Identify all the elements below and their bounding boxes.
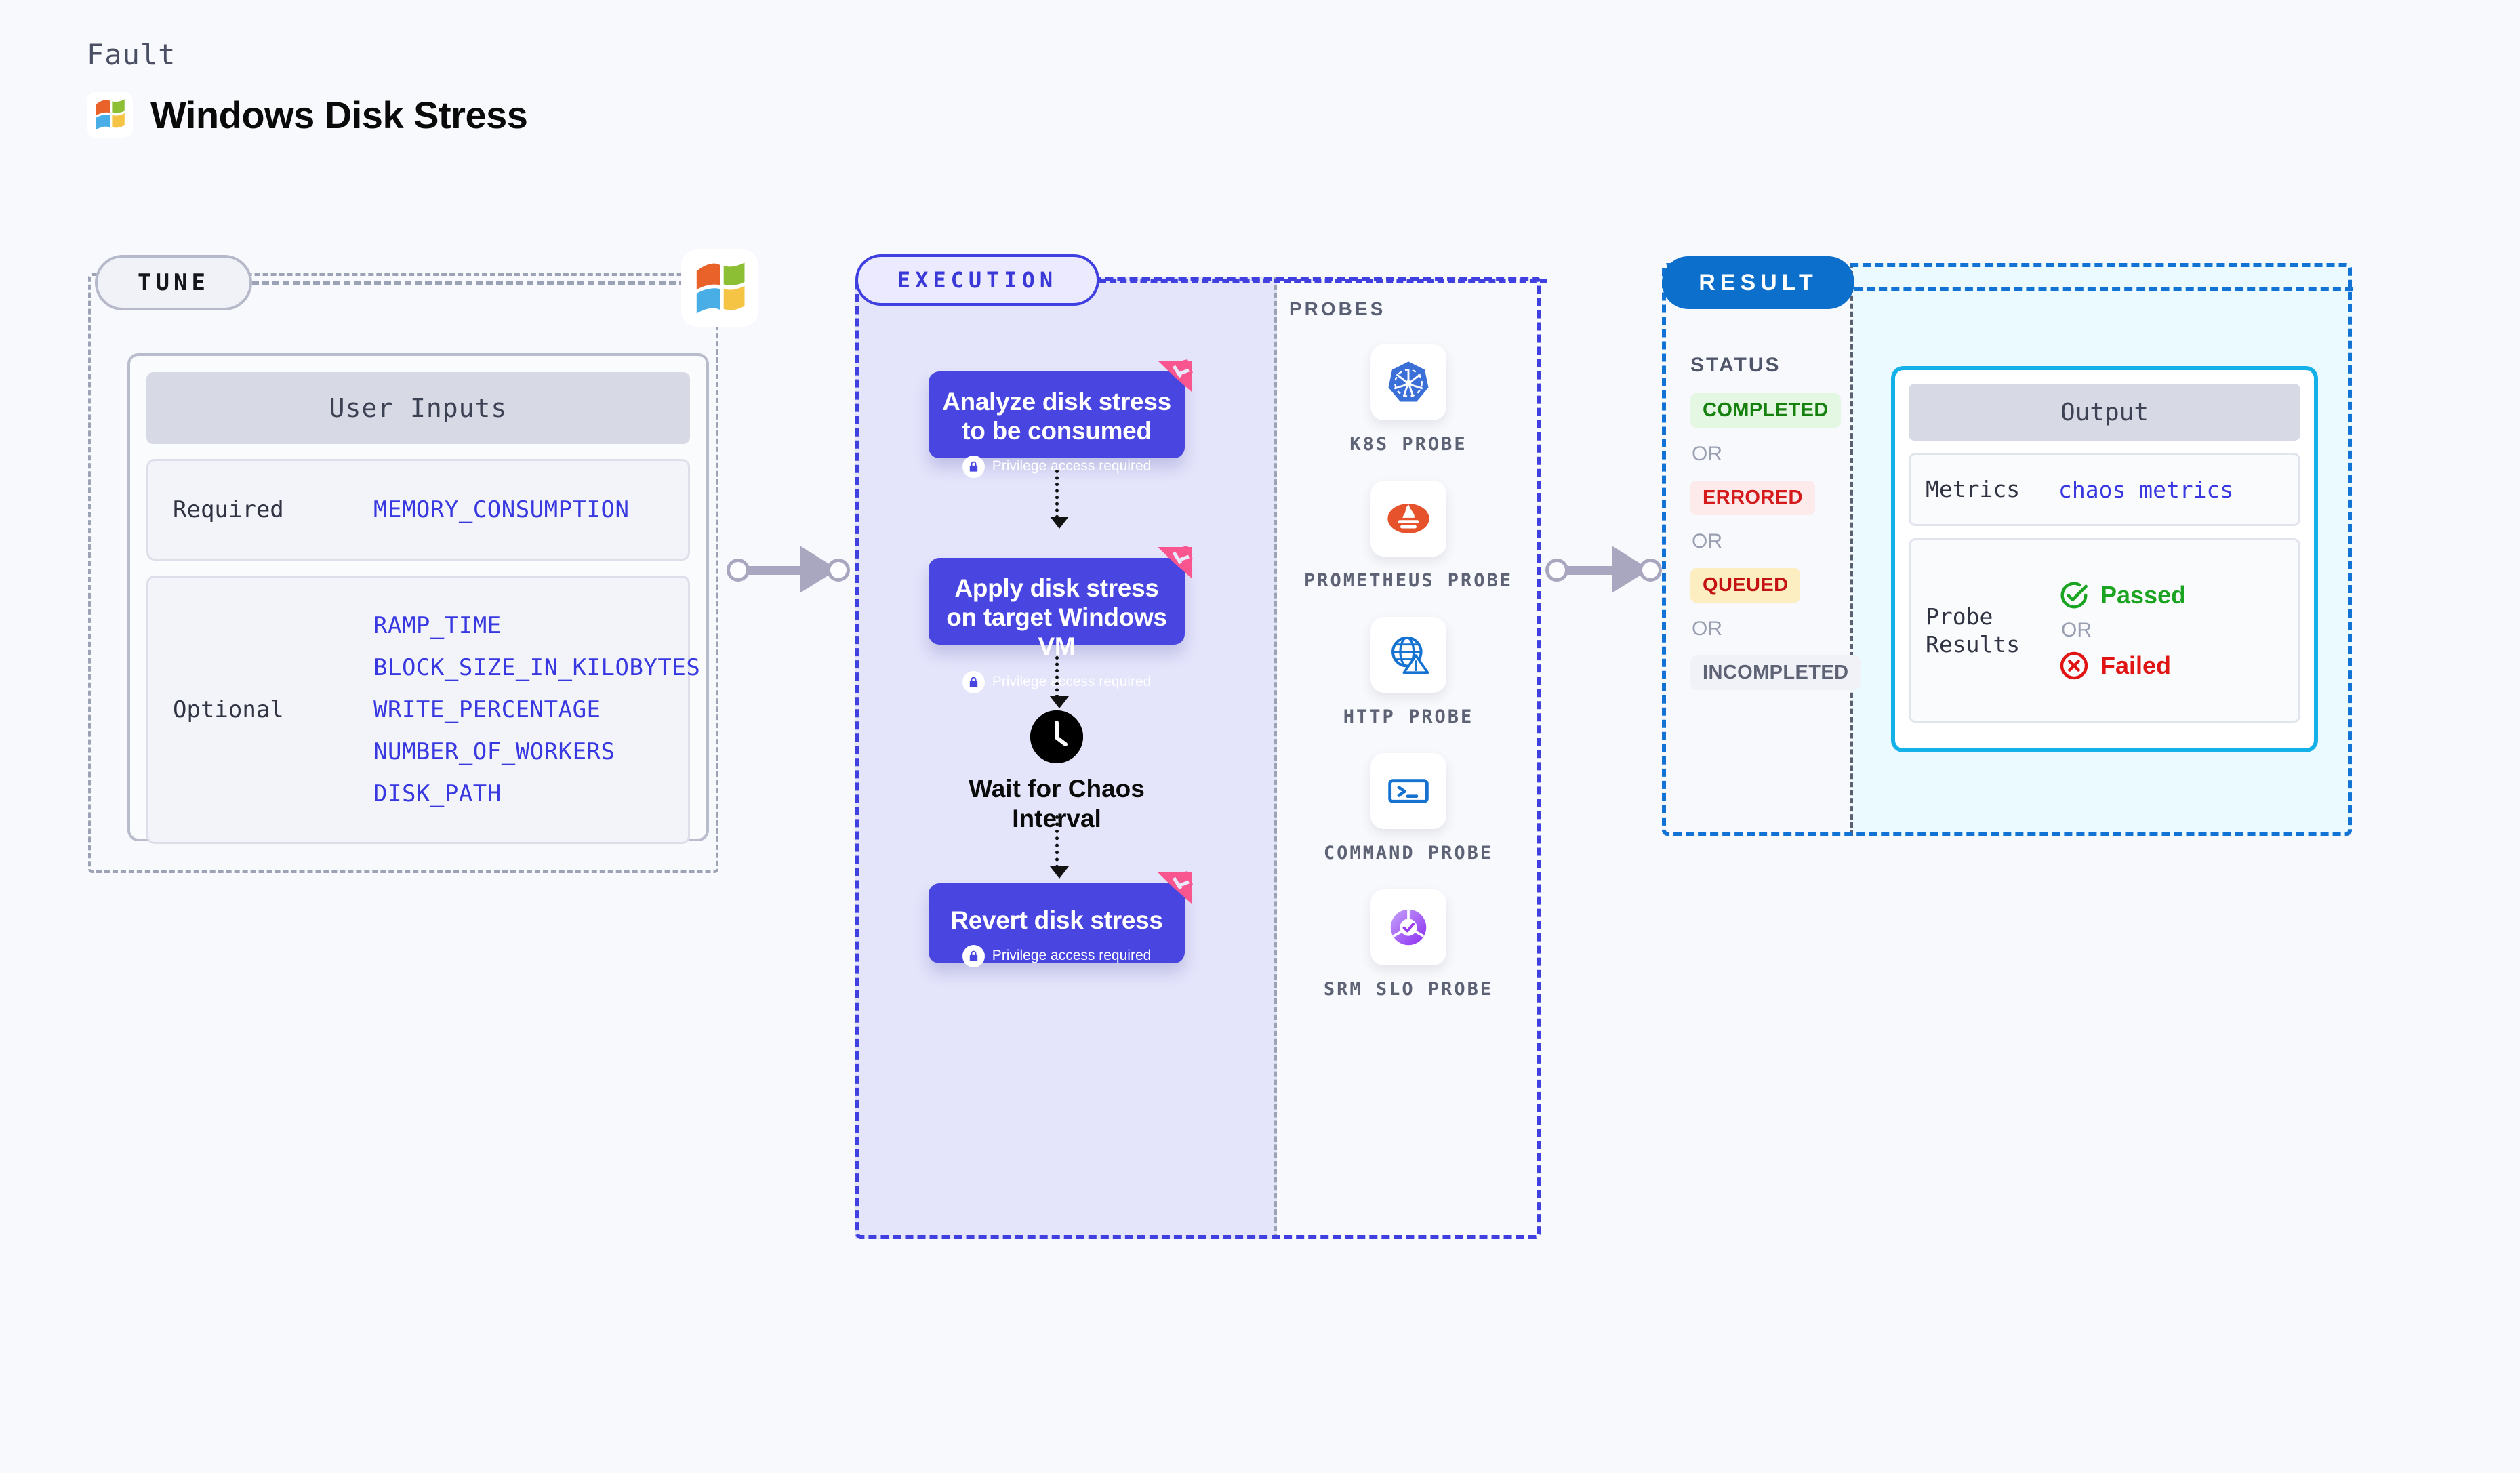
privilege-note: Privilege access required [942, 455, 1171, 478]
metrics-label: Metrics [1926, 476, 2020, 503]
metrics-row: Metrics chaos metrics [1909, 453, 2300, 526]
probe-item-command[interactable]: COMMAND PROBE [1281, 753, 1536, 865]
step-title: Analyze disk stress to be consumed [942, 388, 1171, 445]
status-badge: ERRORED [1690, 481, 1815, 515]
fault-kicker: Fault [87, 38, 176, 71]
privilege-note: Privilege access required [942, 944, 1171, 967]
result-status-column [1662, 263, 1853, 836]
privilege-note: Privilege access required [942, 670, 1171, 693]
probe-item-http[interactable]: HTTP PROBE [1281, 617, 1536, 729]
probe-results-label: Probe Results [1926, 603, 2020, 658]
litmus-ribbon-icon [1154, 870, 1196, 908]
windows-logo-icon [87, 92, 133, 138]
result-stage-box [1662, 263, 2352, 836]
output-title: Output [1909, 384, 2300, 441]
input-name[interactable]: RAMP_TIME [373, 612, 502, 639]
step-title: Apply disk stress on target Windows VM [946, 574, 1167, 660]
status-or-label: OR [1692, 530, 1722, 552]
clock-icon [1030, 710, 1083, 763]
step-title: Revert disk stress [950, 906, 1163, 934]
status-or-label: OR [1692, 443, 1722, 465]
execution-dashed-connector [1099, 279, 1547, 283]
execution-step-card[interactable]: Revert disk stress Privilege access requ… [929, 871, 1193, 967]
result-dashed-connector [1854, 287, 2353, 291]
status-badge: QUEUED [1690, 568, 1801, 603]
probe-result-passed: Passed [2058, 580, 2186, 611]
metrics-value[interactable]: chaos metrics [2058, 476, 2234, 503]
probe-result-failed: Failed [2058, 650, 2186, 681]
optional-label: Optional [173, 696, 284, 723]
input-name[interactable]: MEMORY_CONSUMPTION [373, 496, 630, 523]
required-values: MEMORY_CONSUMPTION [373, 496, 629, 523]
execution-step-card[interactable]: Analyze disk stress to be consumed Privi… [929, 359, 1193, 478]
execution-stage-pill[interactable]: EXECUTION [855, 254, 1099, 306]
input-name[interactable]: NUMBER_OF_WORKERS [373, 738, 615, 765]
probe-label: K8S PROBE [1349, 434, 1467, 455]
optional-inputs-group: Optional RAMP_TIME BLOCK_SIZE_IN_KILOBYT… [146, 576, 700, 844]
privilege-text: Privilege access required [992, 674, 1152, 690]
kubernetes-icon [1370, 344, 1446, 420]
prometheus-icon [1370, 481, 1446, 557]
tune-to-execution-arrow [727, 546, 855, 593]
x-circle-icon [2060, 651, 2088, 680]
user-inputs-title: User Inputs [146, 372, 690, 444]
probe-label: COMMAND PROBE [1323, 843, 1494, 864]
srm-slo-icon [1370, 889, 1446, 966]
output-card: Output Metrics chaos metrics Probe Resul… [1891, 366, 2318, 752]
input-name[interactable]: BLOCK_SIZE_IN_KILOBYTES [373, 654, 701, 681]
privilege-text: Privilege access required [992, 948, 1152, 964]
probe-label: SRM SLO PROBE [1323, 979, 1494, 1001]
lock-icon [962, 670, 985, 693]
probe-item-srm-slo[interactable]: SRM SLO PROBE [1281, 889, 1536, 1001]
windows-logo-icon [681, 249, 758, 327]
page-header: Fault Windows Disk Stress [87, 38, 528, 138]
flow-connector-arrow [1050, 656, 1069, 708]
status-badge: INCOMPLETED [1690, 655, 1861, 690]
status-options-list: COMPLETED OR ERRORED OR QUEUED OR INCOMP… [1690, 393, 1861, 690]
tune-stage-box [88, 273, 718, 873]
probe-results-row: Probe Results Passed OR Failed [1909, 538, 2300, 723]
required-label: Required [173, 496, 284, 523]
probe-result-or-label: OR [2061, 619, 2092, 641]
probe-label: PROMETHEUS PROBE [1303, 570, 1513, 592]
privilege-text: Privilege access required [992, 458, 1152, 475]
input-name[interactable]: DISK_PATH [373, 780, 502, 807]
tune-stage-pill[interactable]: TUNE [95, 255, 252, 310]
tune-dashed-connector [252, 281, 686, 285]
probe-item-k8s[interactable]: K8S PROBE [1281, 344, 1536, 456]
probes-column: PROBES K8S PROBE [1281, 298, 1536, 1001]
flow-connector-arrow [1050, 815, 1069, 879]
lock-icon [962, 455, 985, 478]
passed-label: Passed [2100, 581, 2187, 609]
title-row: Windows Disk Stress [87, 92, 528, 138]
litmus-ribbon-icon [1154, 358, 1196, 396]
execution-to-result-arrow [1545, 546, 1667, 593]
probe-label: HTTP PROBE [1343, 706, 1474, 728]
page-title: Windows Disk Stress [150, 93, 528, 136]
status-badge: COMPLETED [1690, 393, 1841, 428]
execution-stage-box [855, 277, 1541, 1239]
litmus-ribbon-icon [1154, 544, 1196, 582]
status-heading: STATUS [1690, 354, 1781, 376]
http-globe-icon [1370, 617, 1446, 693]
optional-values: RAMP_TIME BLOCK_SIZE_IN_KILOBYTES WRITE_… [373, 612, 700, 807]
check-circle-icon [2060, 582, 2088, 609]
probe-item-prometheus[interactable]: PROMETHEUS PROBE [1281, 481, 1536, 592]
failed-label: Failed [2100, 651, 2172, 679]
input-name[interactable]: WRITE_PERCENTAGE [373, 696, 601, 723]
probes-title: PROBES [1289, 298, 1386, 319]
terminal-icon [1370, 753, 1446, 830]
execution-step-card[interactable]: Apply disk stress on target Windows VM P… [929, 546, 1193, 693]
flow-connector-arrow [1050, 470, 1069, 529]
result-stage-pill[interactable]: RESULT [1662, 256, 1854, 309]
required-inputs-group: Required MEMORY_CONSUMPTION [146, 459, 690, 561]
status-or-label: OR [1692, 618, 1722, 640]
probe-results-values: Passed OR Failed [2058, 580, 2186, 681]
lock-icon [962, 944, 985, 967]
user-inputs-card: User Inputs Required MEMORY_CONSUMPTION … [127, 353, 709, 844]
